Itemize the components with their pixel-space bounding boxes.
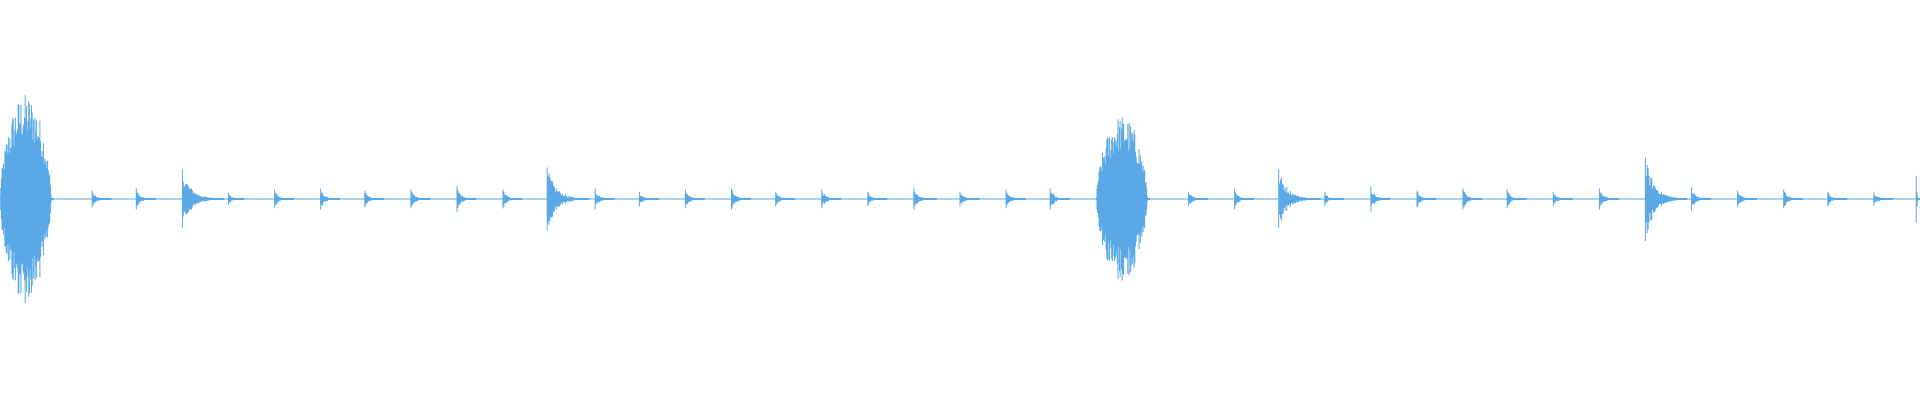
waveform-event-shape: [91, 190, 112, 208]
waveform-event-tick: [1737, 190, 1757, 208]
waveform-event-shape: [1737, 190, 1757, 208]
waveform-event-shape: [502, 189, 523, 209]
waveform-event-shape: [228, 192, 245, 206]
waveform-event-tick: [1915, 175, 1920, 223]
waveform-event-hit: [1644, 157, 1688, 241]
waveform-event-shape: [135, 188, 156, 210]
waveform-event-shape: [1598, 188, 1619, 210]
waveform-event-shape: [1915, 175, 1920, 223]
waveform-event-burst: [0, 95, 54, 303]
waveform-event-shape: [546, 167, 590, 231]
waveform-event-shape: [913, 188, 937, 210]
waveform-event-shape: [1324, 191, 1345, 207]
waveform-event-tick: [638, 191, 659, 207]
waveform-event-tick: [1049, 188, 1070, 210]
waveform-event-shape: [364, 190, 385, 208]
waveform-event-tick: [1462, 188, 1483, 210]
waveform-event-shape: [1506, 189, 1527, 209]
waveform-event-shape: [821, 189, 842, 209]
waveform-event-tick: [364, 190, 385, 208]
waveform-event-tick: [959, 191, 980, 207]
waveform-event-hit: [546, 167, 590, 231]
waveform-event-tick: [410, 189, 431, 209]
waveform-event-tick: [1234, 188, 1254, 210]
waveform-event-shape: [1827, 191, 1848, 207]
waveform-event-tick: [775, 191, 796, 207]
waveform-event-tick: [228, 192, 245, 206]
waveform-event-burst: [1095, 117, 1150, 281]
waveform-events: [0, 95, 1920, 303]
waveform-event-shape: [775, 191, 796, 207]
waveform-event-tick: [821, 189, 842, 209]
waveform-event-shape: [1873, 191, 1894, 207]
waveform-event-tick: [1691, 187, 1711, 211]
waveform-event-tick: [274, 189, 294, 209]
waveform-event-tick: [684, 189, 705, 209]
waveform-event-tick: [1005, 189, 1026, 209]
waveform-event-shape: [594, 188, 615, 210]
waveform-event-tick: [1416, 190, 1437, 208]
waveform-event-shape: [181, 169, 225, 229]
waveform-event-tick: [594, 188, 615, 210]
waveform-event-shape: [1188, 191, 1208, 207]
waveform-event-shape: [0, 95, 54, 303]
waveform-event-shape: [274, 189, 294, 209]
waveform-event-tick: [1827, 191, 1848, 207]
waveform-event-tick: [1873, 191, 1894, 207]
waveform-event-tick: [867, 191, 888, 207]
waveform-event-shape: [959, 191, 980, 207]
waveform-event-shape: [1005, 189, 1026, 209]
waveform-event-shape: [1049, 188, 1070, 210]
waveform-event-shape: [1278, 169, 1321, 229]
waveform-event-hit: [1278, 169, 1321, 229]
waveform-event-tick: [1188, 191, 1208, 207]
waveform-event-shape: [1416, 190, 1437, 208]
waveform-event-tick: [91, 190, 112, 208]
waveform-event-shape: [410, 189, 431, 209]
waveform-event-tick: [456, 186, 477, 212]
waveform-event-shape: [731, 188, 751, 210]
waveform-event-tick: [1370, 186, 1391, 212]
waveform-event-shape: [1644, 157, 1688, 241]
waveform-event-shape: [638, 191, 659, 207]
waveform-event-tick: [913, 188, 937, 210]
waveform-event-shape: [1783, 189, 1804, 209]
waveform-event-tick: [320, 188, 340, 210]
waveform-event-shape: [1095, 117, 1150, 281]
waveform-event-shape: [867, 191, 888, 207]
waveform-event-tick: [502, 189, 523, 209]
waveform-event-shape: [1234, 188, 1254, 210]
waveform-event-tick: [1324, 191, 1345, 207]
waveform-event-hit: [181, 169, 225, 229]
waveform-event-shape: [684, 189, 705, 209]
waveform-event-shape: [456, 186, 477, 212]
waveform-event-shape: [1462, 188, 1483, 210]
waveform-event-shape: [1691, 187, 1711, 211]
waveform-event-shape: [1552, 191, 1573, 207]
waveform-event-tick: [731, 188, 751, 210]
waveform-event-shape: [1370, 186, 1391, 212]
waveform-event-shape: [320, 188, 340, 210]
waveform-event-tick: [1552, 191, 1573, 207]
waveform-event-tick: [135, 188, 156, 210]
waveform-event-tick: [1506, 189, 1527, 209]
waveform-event-tick: [1598, 188, 1619, 210]
waveform-event-tick: [1783, 189, 1804, 209]
